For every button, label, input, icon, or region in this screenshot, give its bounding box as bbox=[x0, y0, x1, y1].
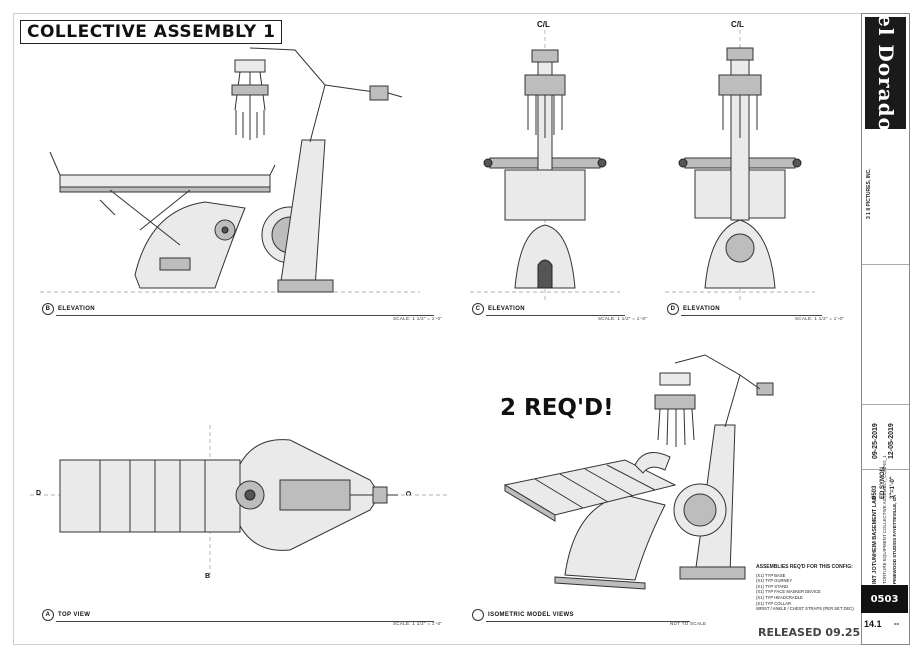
sheet-revision: -- bbox=[894, 619, 900, 628]
view-scale-d: SCALE: 1 1/2" = 1'-0" bbox=[795, 316, 845, 321]
assemblies-header: ASSEMBLIES REQ'D FOR THIS CONFIG: bbox=[756, 564, 853, 570]
drawing-name: TORTURE EQUIPMENT COLLECTIVE ASSEMBLY_CO… bbox=[882, 455, 887, 584]
title-block: el Dorado 3 1 8 PICTURES, INC. 09-25-201… bbox=[861, 13, 910, 645]
released-stamp: RELEASED 09.25.19 bbox=[758, 626, 880, 639]
view-scale-a: SCALE: 1 1/2" = 1'-0" bbox=[393, 621, 443, 626]
date-2: 12-05-2019 bbox=[888, 423, 895, 459]
marker-d: D bbox=[36, 490, 42, 497]
required-quantity-stamp: 2 REQ'D! bbox=[500, 395, 614, 421]
view-title-d: ELEVATION bbox=[683, 306, 721, 312]
view-title-iso: ISOMETRIC MODEL VIEWS bbox=[488, 612, 574, 618]
view-id-a: A bbox=[42, 609, 54, 621]
elevation-d-drawing bbox=[665, 30, 815, 300]
sheet-number-box: 0503 bbox=[861, 585, 908, 613]
assembly-item: (X1) TYP BASE bbox=[756, 572, 786, 578]
view-label-c: C ELEVATION bbox=[472, 303, 625, 316]
view-label-b: B ELEVATION bbox=[42, 303, 434, 316]
centerline-label-d: C/L bbox=[731, 20, 744, 29]
assembly-item: (X1) TYP STAND bbox=[756, 583, 789, 589]
view-scale-b: SCALE: 1 1/2" = 1'-0" bbox=[393, 316, 443, 321]
marker-b: B bbox=[205, 573, 211, 580]
centerline-label-c: C/L bbox=[537, 20, 550, 29]
top-view-drawing bbox=[30, 425, 450, 575]
marker-c: C bbox=[404, 490, 412, 497]
assembly-item: WRIST / ANKLE / CHEST STRAPS (PER SET DE… bbox=[756, 606, 854, 612]
assembly-item: (X1) TYP GURNEY bbox=[756, 578, 793, 584]
view-id-b: B bbox=[42, 303, 54, 315]
view-title-a: TOP VIEW bbox=[58, 612, 91, 618]
view-scale-iso: NOT TO SCALE bbox=[670, 621, 707, 626]
logo-text: el Dorado bbox=[873, 17, 898, 129]
isometric-drawing bbox=[503, 354, 774, 590]
view-label-a: A TOP VIEW bbox=[42, 609, 434, 622]
elevation-c-drawing bbox=[470, 30, 620, 300]
view-title-c: ELEVATION bbox=[488, 306, 526, 312]
view-id-d: D bbox=[667, 303, 679, 315]
assembly-item: (X1) TYP FACE MASKER DEVICE bbox=[756, 589, 821, 595]
view-id-iso bbox=[472, 609, 484, 621]
date-1: 09-25-2019 bbox=[872, 423, 879, 459]
view-title-b: ELEVATION bbox=[58, 306, 96, 312]
assemblies-list: ASSEMBLIES REQ'D FOR THIS CONFIG: (X1) T… bbox=[756, 564, 856, 612]
view-scale-c: SCALE: 1 1/2" = 1'-0" bbox=[598, 316, 648, 321]
view-label-d: D ELEVATION bbox=[667, 303, 822, 316]
view-label-iso: ISOMETRIC MODEL VIEWS bbox=[472, 609, 690, 622]
elevation-b-drawing bbox=[40, 47, 420, 293]
location: PINEWOOD STUDIOS FAYETTEVILLE, GA bbox=[892, 494, 897, 584]
view-id-c: C bbox=[472, 303, 484, 315]
studio-logo: el Dorado bbox=[865, 17, 906, 129]
company-name: 3 1 8 PICTURES, INC. bbox=[866, 168, 872, 219]
assembly-item: (X1) TYP HEADCRADLE bbox=[756, 594, 803, 600]
sheet-id: 14.1 bbox=[864, 619, 882, 629]
assembly-item: (X1) TYP COLLAR bbox=[756, 600, 791, 606]
sheet-title: COLLECTIVE ASSEMBLY 1 bbox=[20, 20, 283, 44]
project-name: INT JOTUNHEIM BASEMENT LAB bbox=[872, 496, 878, 584]
